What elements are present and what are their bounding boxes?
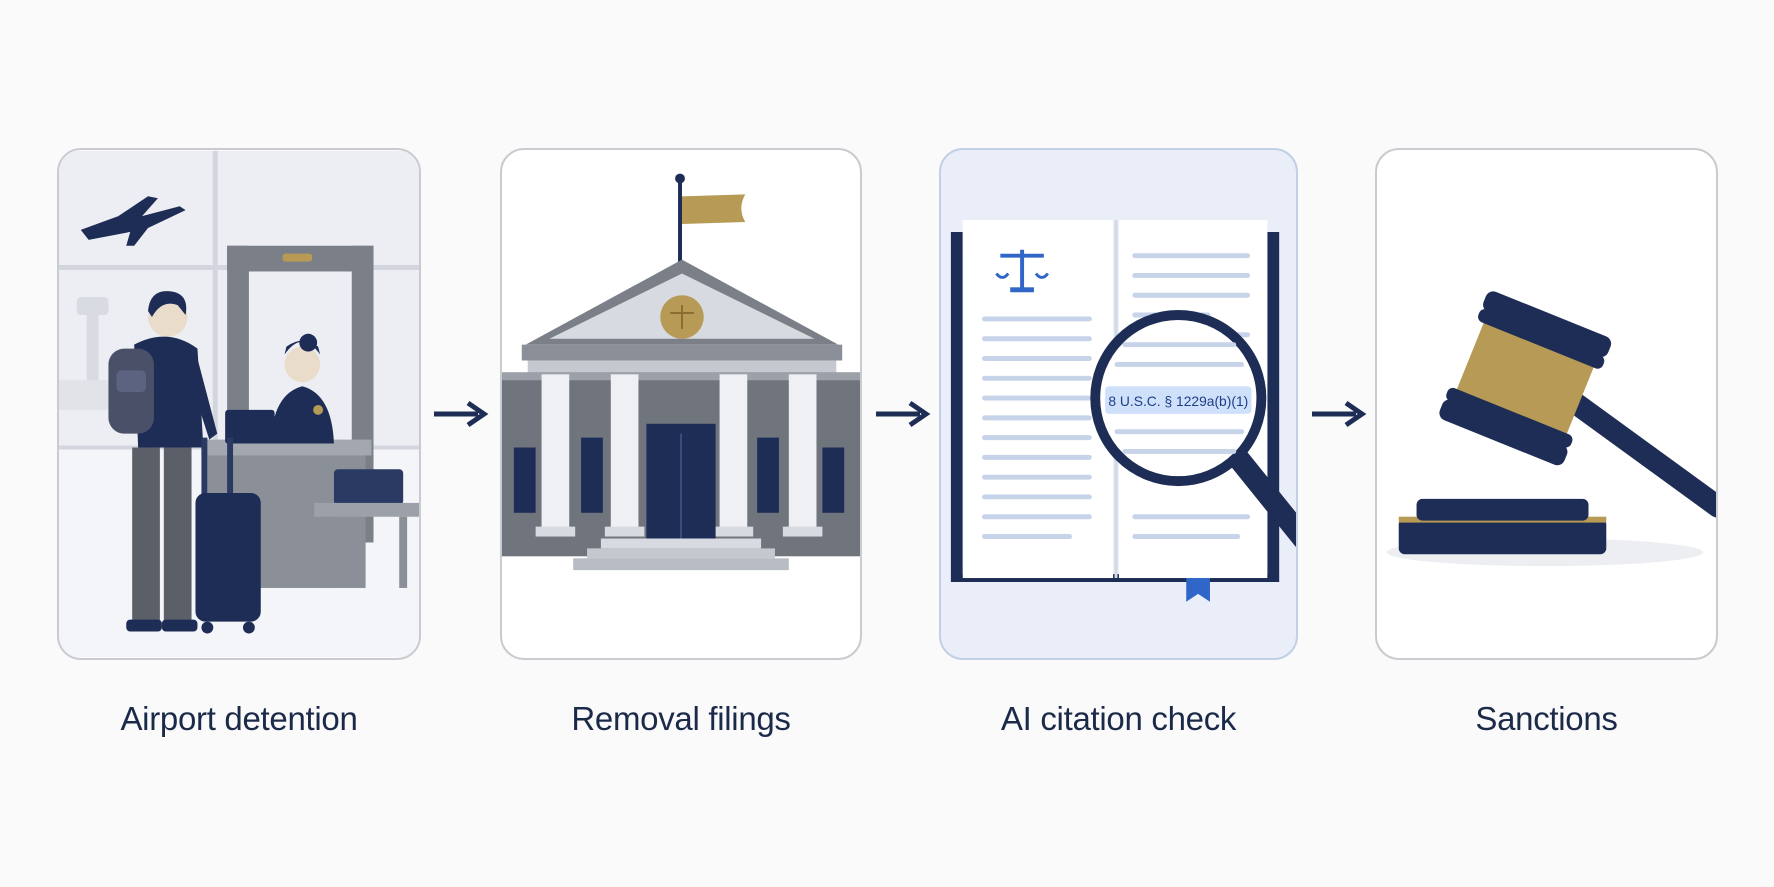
sanctions-panel xyxy=(1375,148,1718,660)
step-label-ai-citation-check: AI citation check xyxy=(1000,700,1237,737)
removal-filings-panel xyxy=(500,148,862,660)
airport-security-icon xyxy=(59,150,419,658)
airport-detention-panel xyxy=(57,148,421,660)
flow-arrow-3 xyxy=(1312,400,1367,428)
flow-arrow-1 xyxy=(434,400,489,428)
gavel-icon xyxy=(1386,291,1716,567)
citation-highlight: 8 U.S.C. § 1229a(b)(1) xyxy=(1108,393,1248,409)
step-label-airport-detention: Airport detention xyxy=(120,700,358,737)
step-label-removal-filings: Removal filings xyxy=(571,700,791,737)
flow-arrow-2 xyxy=(876,400,931,428)
magnifier-book-icon: 8 U.S.C. § 1229a(b)(1) xyxy=(950,220,1296,602)
step-label-sanctions: Sanctions xyxy=(1475,700,1618,737)
courthouse-icon xyxy=(502,173,860,571)
ai-citation-check-panel: 8 U.S.C. § 1229a(b)(1) xyxy=(939,148,1298,660)
